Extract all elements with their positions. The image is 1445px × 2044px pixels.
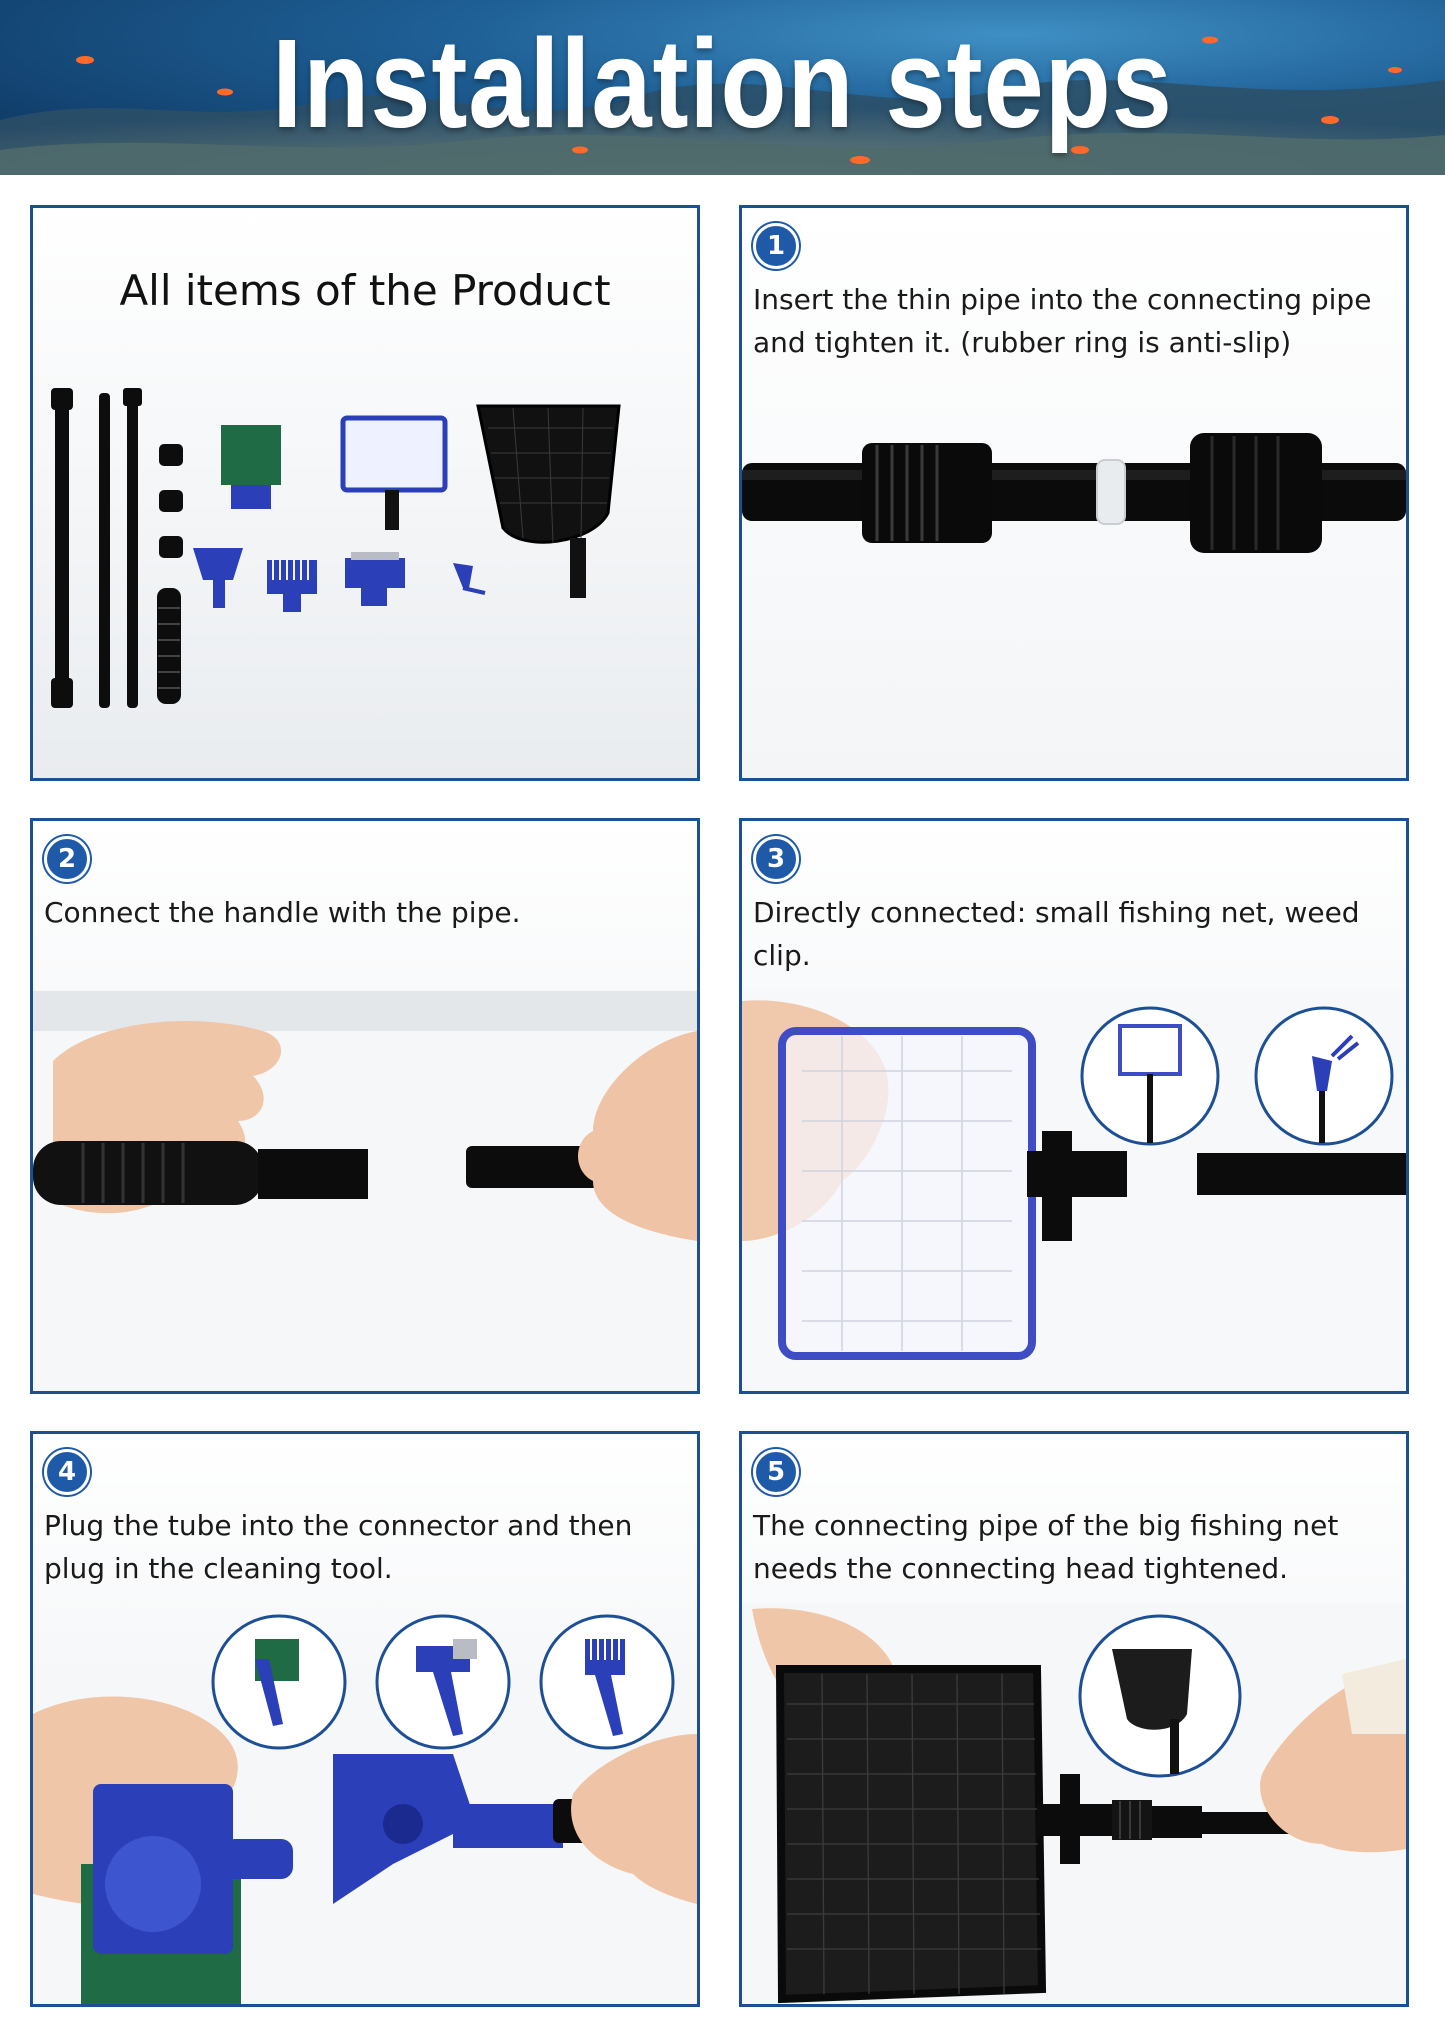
step-1-caption: Insert the thin pipe into the connecting… (753, 283, 1372, 359)
page-title: Installation steps (272, 13, 1173, 154)
step-4-number-badge: 4 (44, 1449, 90, 1495)
step-5-panel: 5 The connecting pipe of the big fishing… (739, 1431, 1409, 2007)
step-2-number-badge: 2 (44, 836, 90, 882)
step-1-pipe-illustration (742, 433, 1406, 553)
product-items-panel: All items of the Product (30, 205, 700, 781)
step-4-caption: Plug the tube into the connector and the… (44, 1509, 633, 1585)
step-2-caption: Connect the handle with the pipe. (44, 896, 521, 929)
coral-reef-background (0, 36, 1445, 175)
step-5-number-badge: 5 (753, 1449, 799, 1495)
product-items-illustration (51, 388, 621, 708)
step-3-panel: 3 Directly connected: small fishing net,… (739, 818, 1409, 1394)
step-3-caption: Directly connected: small fishing net, w… (753, 896, 1360, 972)
header-banner: Installation steps (0, 0, 1445, 175)
step-5-caption: The connecting pipe of the big fishing n… (753, 1509, 1339, 1585)
step-2-panel: 2 Connect the handle with the pipe. (30, 818, 700, 1394)
step-3-number-badge: 3 (753, 836, 799, 882)
step-4-panel: 4 Plug the tube into the connector and t… (30, 1431, 700, 2007)
step-2-handle-illustration (33, 991, 697, 1391)
product-items-title: All items of the Product (119, 266, 611, 315)
step-1-panel: 1 Insert the thin pipe into the connecti… (739, 205, 1409, 781)
step-5-big-net-illustration (742, 1604, 1406, 2004)
step-3-net-illustration (742, 991, 1406, 1391)
step-4-cleaning-tools-illustration (33, 1614, 697, 2004)
step-1-number-badge: 1 (753, 223, 799, 269)
